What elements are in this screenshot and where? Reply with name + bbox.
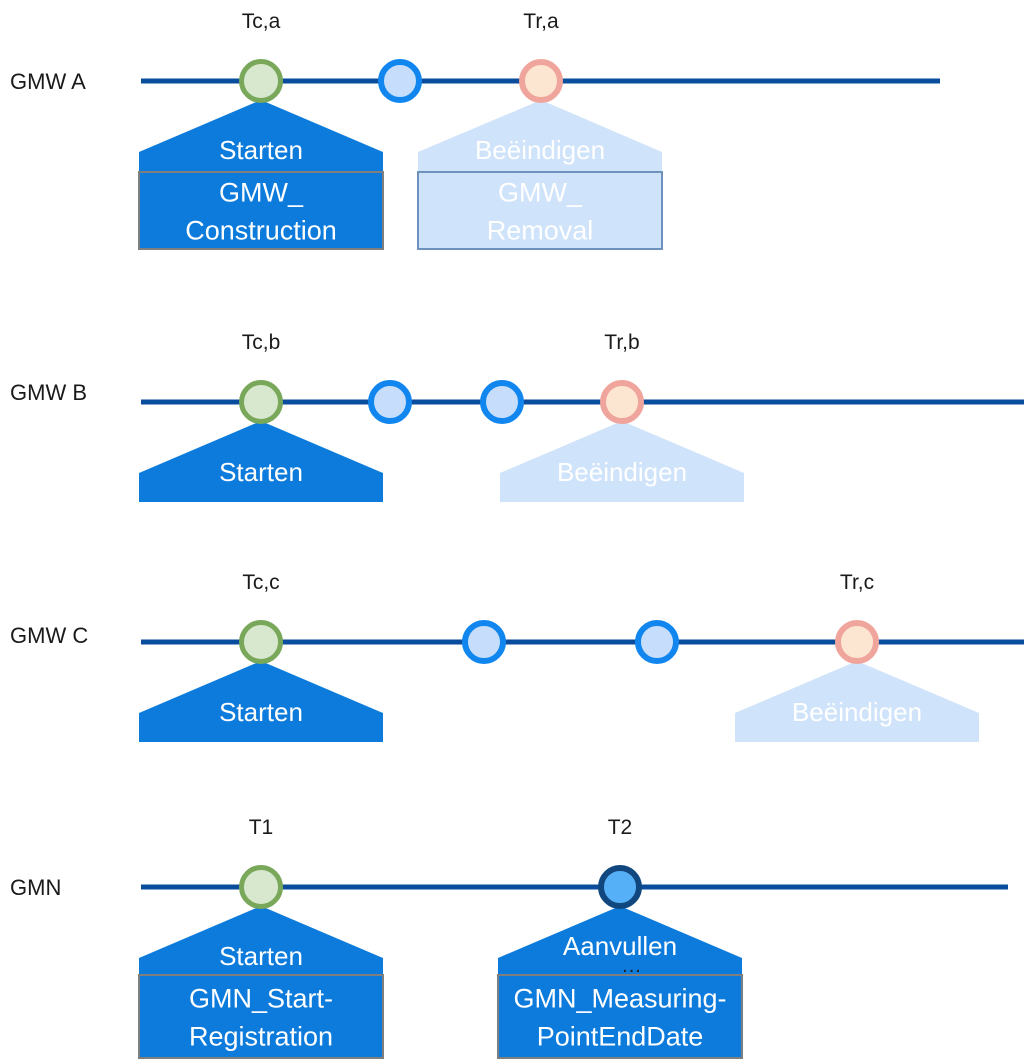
node-circle-mid-b1[interactable] xyxy=(368,380,412,424)
timeline-node-mid-b1[interactable] xyxy=(368,380,412,424)
timeline-node-mid-a[interactable] xyxy=(378,59,422,103)
banner-label-starten-c: Starten xyxy=(219,697,303,727)
row-label-gmw-c: GMW C xyxy=(10,623,88,648)
banner-box-line-starten-gmn-0: GMN_Start- xyxy=(189,984,333,1014)
banner-label-beeindigen-c: Beëindigen xyxy=(792,697,922,727)
banner-label-starten-b: Starten xyxy=(219,457,303,487)
node-circle-tc-c[interactable] xyxy=(239,620,283,664)
node-circle-t1[interactable] xyxy=(239,865,283,909)
banner-label-beeindigen-b: Beëindigen xyxy=(557,457,687,487)
row-label-gmn: GMN xyxy=(10,875,61,900)
banner-box-line-starten-a-1: Construction xyxy=(185,216,337,246)
banner-box-beeindigen-a xyxy=(417,171,663,250)
timeline-node-t2[interactable]: T2 xyxy=(598,816,642,909)
banner-pentagon-starten-b xyxy=(139,421,383,502)
time-label-tr-a: Tr,a xyxy=(523,10,559,33)
banner-box-line-starten-a-0: GMW_ xyxy=(219,178,304,208)
timeline-node-t1[interactable]: T1 xyxy=(239,816,283,909)
timeline-node-tc-b[interactable]: Tc,b xyxy=(239,331,283,424)
time-label-t1: T1 xyxy=(249,816,274,839)
banner-label-beeindigen-a: Beëindigen xyxy=(475,135,605,165)
node-circle-mid-c1[interactable] xyxy=(462,620,506,664)
node-circle-mid-b2[interactable] xyxy=(480,380,524,424)
banner-box-aanvullen-gmn xyxy=(497,974,743,1059)
banner-box-starten-a xyxy=(138,171,384,250)
node-circle-mid-a[interactable] xyxy=(378,59,422,103)
node-circle-t2[interactable] xyxy=(598,865,642,909)
banner-beeindigen-c[interactable]: Beëindigen xyxy=(735,661,979,742)
banner-label-starten-gmn: Starten xyxy=(219,941,303,971)
time-label-tc-b: Tc,b xyxy=(242,331,281,354)
banner-pentagon-starten-a xyxy=(139,100,383,172)
node-circle-tr-a[interactable] xyxy=(519,59,563,103)
banner-starten-c[interactable]: Starten xyxy=(139,661,383,742)
banner-label-aanvullen-gmn: Aanvullen xyxy=(563,931,677,961)
timeline-node-mid-c1[interactable] xyxy=(462,620,506,664)
banner-label-starten-a: Starten xyxy=(219,135,303,165)
timeline-node-tc-a[interactable]: Tc,a xyxy=(239,10,283,103)
banner-pentagon-starten-c xyxy=(139,661,383,742)
row-label-gmw-a: GMW A xyxy=(10,69,86,94)
banner-box-line-aanvullen-gmn-0: GMN_Measuring- xyxy=(513,984,726,1014)
banner-ellipsis-aanvullen-gmn: ... xyxy=(622,955,642,977)
timeline-node-tc-c[interactable]: Tc,c xyxy=(239,571,283,664)
banner-box-line-aanvullen-gmn-1: PointEndDate xyxy=(537,1022,704,1052)
banner-pentagon-beeindigen-a xyxy=(418,100,662,172)
banner-pentagon-beeindigen-b xyxy=(500,421,744,502)
time-label-tc-a: Tc,a xyxy=(242,10,281,33)
timeline-node-mid-b2[interactable] xyxy=(480,380,524,424)
node-circle-mid-c2[interactable] xyxy=(635,620,679,664)
banner-box-line-beeindigen-a-0: GMW_ xyxy=(498,178,583,208)
node-circle-tr-c[interactable] xyxy=(835,620,879,664)
time-label-tr-b: Tr,b xyxy=(604,331,639,354)
timeline-node-tr-b[interactable]: Tr,b xyxy=(600,331,644,424)
banner-aanvullen-gmn[interactable]: Aanvullen... GMN_Measuring- PointEndDate xyxy=(497,906,743,1059)
node-circle-tr-b[interactable] xyxy=(600,380,644,424)
time-label-tr-c: Tr,c xyxy=(840,571,874,594)
node-circle-tc-b[interactable] xyxy=(239,380,283,424)
banner-beeindigen-b[interactable]: Beëindigen xyxy=(500,421,744,502)
timeline-node-mid-c2[interactable] xyxy=(635,620,679,664)
row-label-gmw-b: GMW B xyxy=(10,380,87,405)
banner-pentagon-beeindigen-c xyxy=(735,661,979,742)
time-label-t2: T2 xyxy=(608,816,633,839)
banner-box-line-beeindigen-a-1: Removal xyxy=(487,216,594,246)
banner-box-line-starten-gmn-1: Registration xyxy=(189,1022,333,1052)
banner-pentagon-starten-gmn xyxy=(139,906,383,975)
timeline-row-gmw-c: GMW C Starten Beëindigen Tc,c Tr,c xyxy=(10,571,1024,742)
banner-pentagon-aanvullen-gmn xyxy=(498,906,742,975)
banner-box-starten-gmn xyxy=(138,974,384,1059)
node-circle-tc-a[interactable] xyxy=(239,59,283,103)
timeline-node-tr-c[interactable]: Tr,c xyxy=(835,571,879,664)
timeline-row-gmw-b: GMW B Starten Beëindigen Tc,b Tr,b xyxy=(10,331,1024,502)
banner-starten-b[interactable]: Starten xyxy=(139,421,383,502)
time-label-tc-c: Tc,c xyxy=(242,571,279,594)
timeline-node-tr-a[interactable]: Tr,a xyxy=(519,10,563,103)
